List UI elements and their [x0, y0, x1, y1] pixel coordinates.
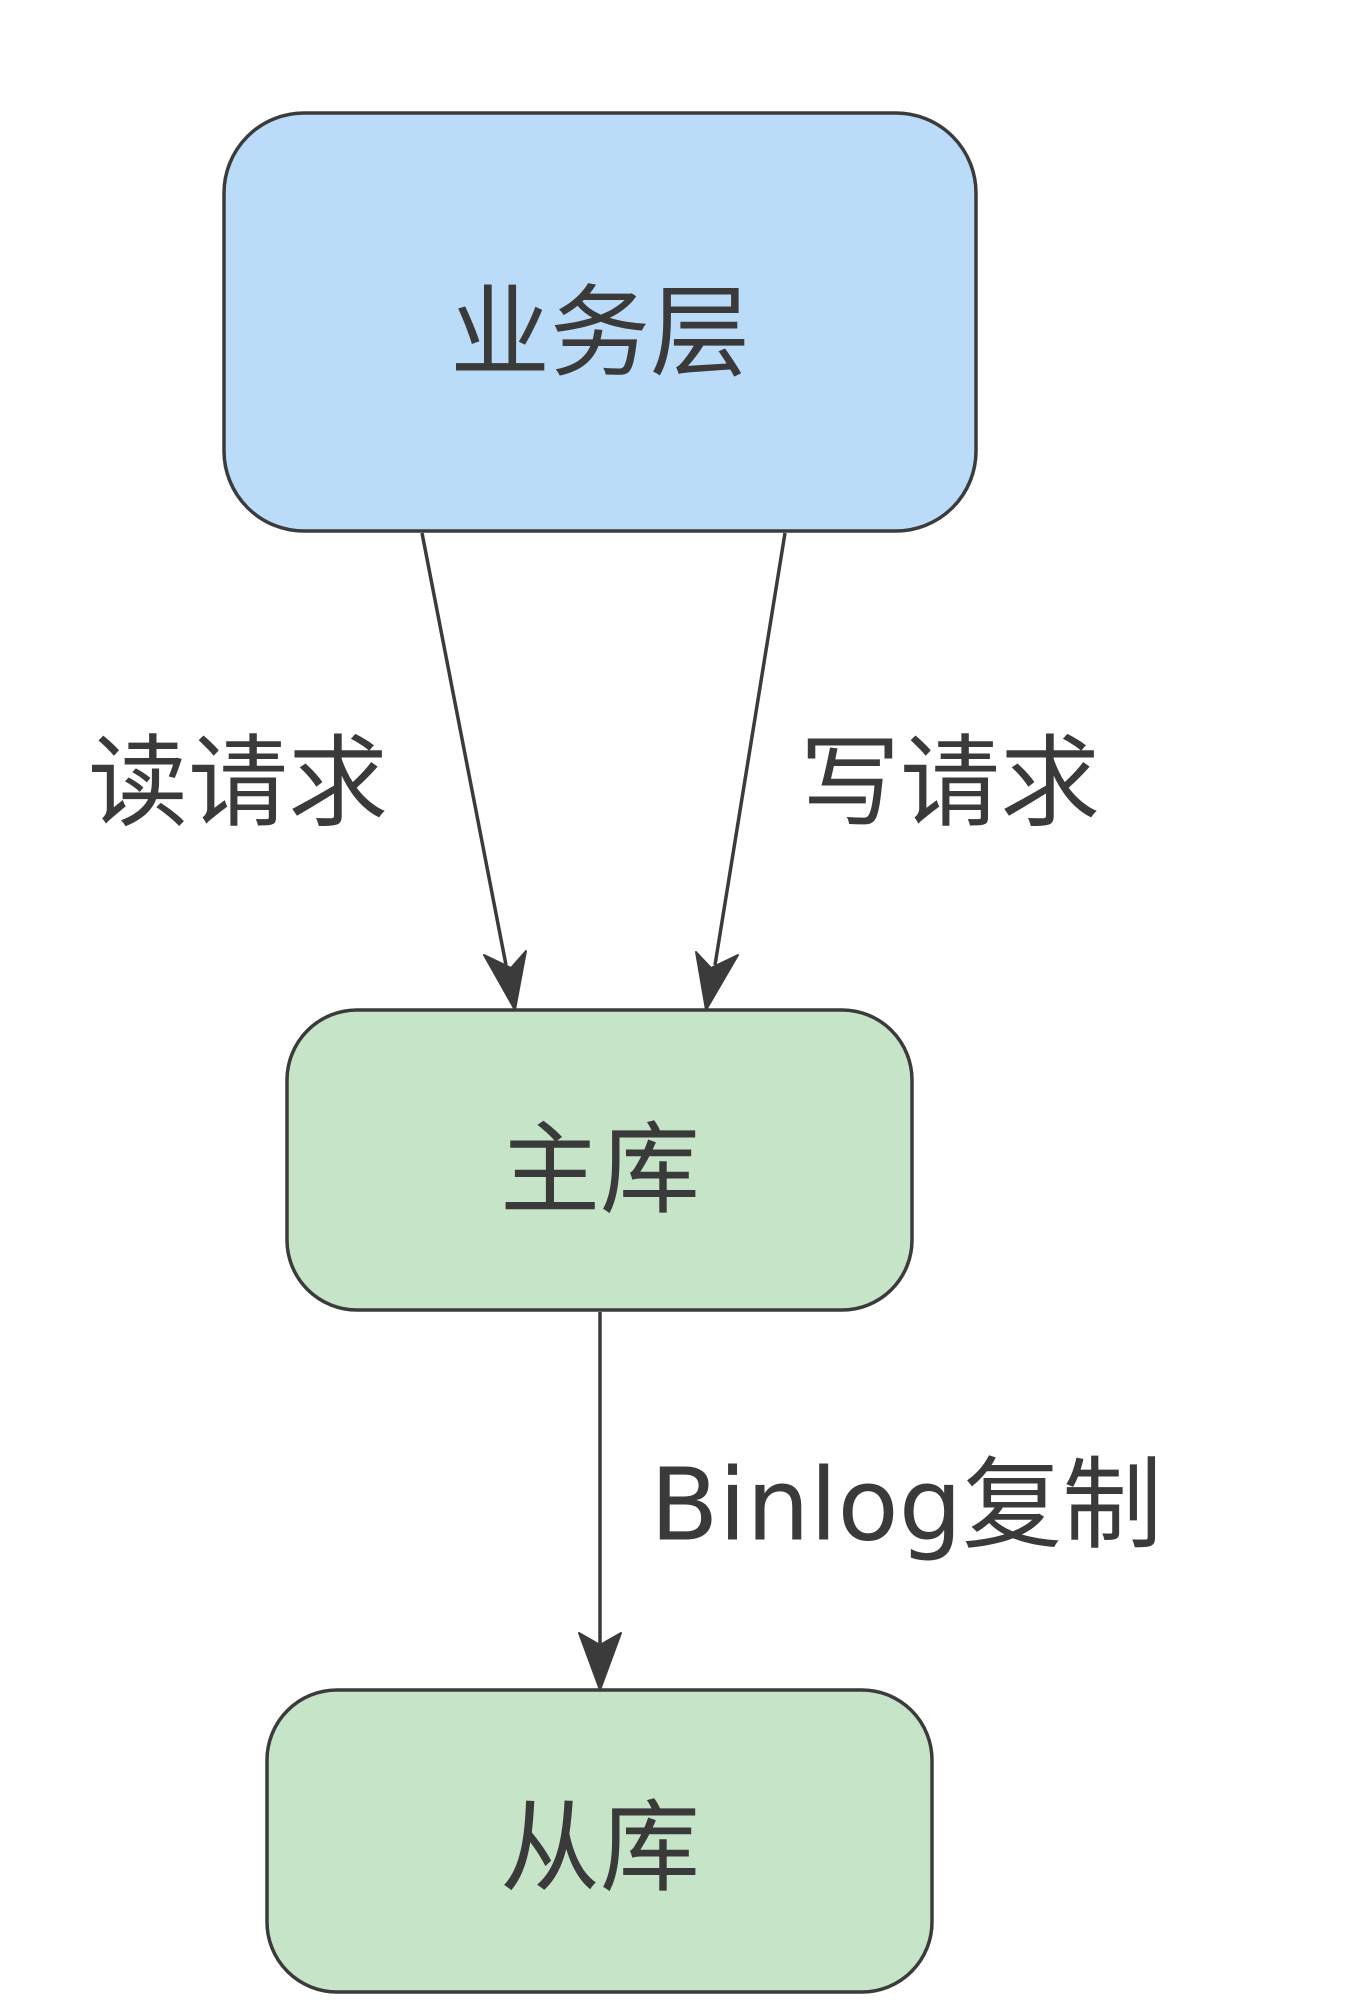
- read-request-arrowhead: [483, 950, 527, 1011]
- binlog-replication-label: Binlog复制: [650, 1447, 1162, 1564]
- write-request-label: 写请求: [800, 725, 1100, 842]
- service-layer-label: 业务层: [450, 275, 750, 392]
- binlog-replication-edge: Binlog复制: [578, 1312, 1162, 1691]
- write-request-edge: 写请求: [695, 532, 1100, 1011]
- binlog-replication-arrowhead: [578, 1632, 622, 1691]
- master-db-node: 主库: [285, 1008, 914, 1312]
- read-request-label: 读请求: [88, 725, 388, 842]
- write-request-line: [713, 532, 787, 966]
- slave-db-node: 从库: [265, 1688, 934, 1994]
- read-request-line: [420, 532, 508, 966]
- read-request-edge: 读请求: [88, 532, 527, 1011]
- master-db-label: 主库: [500, 1112, 700, 1229]
- service-layer-node: 业务层: [222, 111, 978, 533]
- service-layer-box: [222, 111, 978, 533]
- slave-db-label: 从库: [500, 1790, 700, 1907]
- write-request-arrowhead: [695, 951, 739, 1011]
- master-db-box: [285, 1008, 914, 1312]
